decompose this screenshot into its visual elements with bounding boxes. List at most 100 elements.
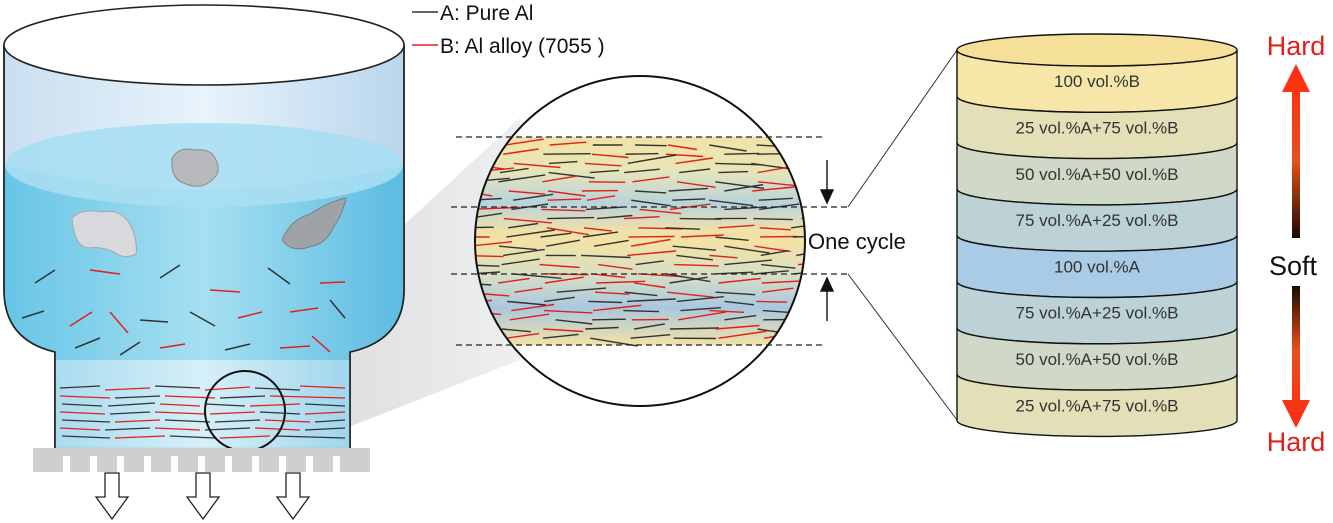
fibre — [549, 141, 587, 146]
fibre — [715, 181, 765, 190]
fibre — [512, 193, 554, 201]
fibre — [795, 153, 805, 158]
hardness-middle-label: Soft — [1269, 251, 1318, 281]
fibre — [504, 138, 544, 146]
connector-top — [847, 49, 958, 208]
drain-arrow-icon — [94, 472, 130, 521]
fibre — [501, 328, 531, 333]
deposition-container — [3, 4, 520, 521]
fibre — [724, 152, 760, 155]
fibre — [806, 311, 845, 315]
fibre — [511, 303, 555, 312]
connector-bottom — [847, 273, 958, 421]
fibre — [665, 273, 711, 283]
fibre — [585, 326, 619, 330]
container-outline — [3, 45, 405, 448]
fibre — [796, 190, 805, 194]
fibre — [760, 250, 789, 257]
fibre — [508, 222, 539, 229]
fibre — [583, 227, 612, 232]
cycle-marker — [819, 160, 835, 321]
fibre — [676, 254, 713, 261]
fibre — [584, 162, 622, 167]
fibre — [511, 273, 562, 279]
fibre — [544, 296, 575, 303]
fibre — [591, 153, 629, 159]
fibre — [754, 245, 791, 253]
fibre — [581, 254, 631, 259]
fibre — [756, 300, 788, 303]
fibre — [546, 239, 581, 247]
fibre — [546, 227, 590, 236]
fibre — [634, 282, 666, 289]
fibre — [499, 167, 529, 174]
fibre — [506, 300, 547, 306]
fibre — [668, 144, 698, 151]
fibre — [547, 198, 582, 201]
fibre — [598, 263, 633, 270]
hardness-scale: Hard Soft Hard — [1267, 31, 1326, 457]
fibre — [715, 162, 763, 166]
fibre — [627, 250, 677, 257]
fibre — [498, 174, 546, 183]
fibre — [588, 300, 623, 304]
fibre — [623, 309, 660, 313]
fibre — [718, 224, 755, 229]
fibre — [755, 270, 789, 275]
fibre — [547, 190, 586, 197]
arrow-up-gradient-icon — [1282, 64, 1310, 238]
fibre — [475, 212, 503, 220]
layer-label: 100 vol.%A — [1054, 257, 1141, 276]
fibre — [503, 248, 545, 257]
drain-arrows — [94, 472, 311, 521]
fibre — [634, 190, 667, 194]
layer-stack-top — [956, 33, 1238, 67]
fibre — [672, 198, 706, 201]
fibre — [541, 208, 586, 212]
fibre — [543, 309, 593, 314]
fibre — [639, 208, 682, 215]
fibre — [542, 333, 579, 339]
fibre — [800, 181, 805, 185]
fibre — [475, 254, 504, 258]
fibre — [593, 304, 642, 312]
fibre — [548, 160, 578, 165]
fibre — [503, 217, 552, 224]
arrow-down-icon — [819, 189, 835, 205]
fibre — [752, 186, 795, 192]
fibre — [793, 337, 805, 342]
fibre — [582, 231, 618, 238]
legend-label-b: B: Al alloy (7055 ) — [440, 35, 605, 58]
container-rim — [3, 4, 405, 86]
fibre — [669, 203, 711, 211]
fibre — [501, 258, 540, 266]
fibre — [632, 176, 670, 183]
fibre — [592, 318, 626, 321]
fibre — [798, 295, 805, 303]
fibre — [680, 307, 721, 312]
fibre — [634, 323, 666, 330]
fibre — [625, 152, 659, 155]
fibre — [792, 235, 805, 238]
fibre — [475, 226, 494, 229]
fibre — [799, 169, 805, 174]
fibre — [669, 327, 720, 330]
fibre — [513, 162, 561, 169]
fibre — [724, 206, 766, 211]
fibre — [475, 263, 500, 267]
layer-label: 25 vol.%A+75 vol.%B — [1015, 396, 1178, 415]
fibre — [709, 144, 747, 152]
fibre — [665, 227, 701, 230]
fibre — [623, 216, 660, 220]
deposited-fibres — [59, 385, 346, 439]
stem-lower — [55, 360, 350, 448]
fibre — [548, 171, 595, 179]
fibre — [627, 298, 676, 303]
layer-disc — [956, 373, 1238, 438]
fibre — [760, 235, 798, 238]
fibre — [475, 177, 510, 183]
fibre — [791, 222, 805, 229]
fibre — [757, 181, 802, 187]
fibre — [593, 239, 629, 247]
fibre — [718, 277, 761, 284]
